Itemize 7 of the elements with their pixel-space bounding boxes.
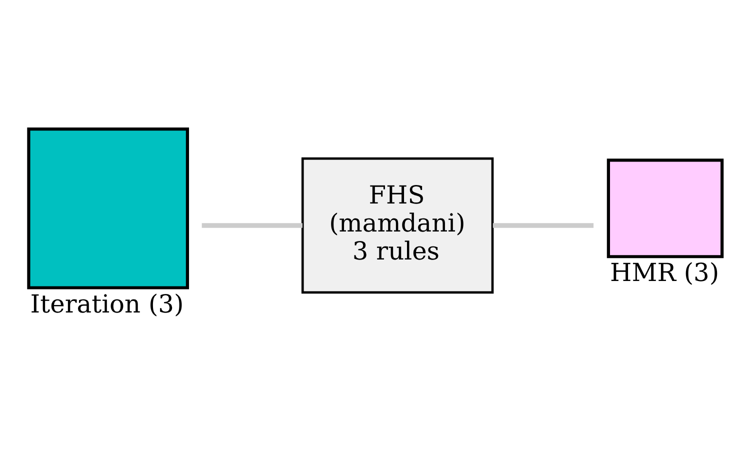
node-box — [606, 158, 724, 258]
node-box: FHS (mamdani) 3 rules — [301, 156, 494, 294]
node-label: Iteration (3) — [30, 288, 184, 318]
connector — [492, 222, 594, 228]
node-box — [27, 126, 190, 289]
node-label: HMR (3) — [610, 258, 720, 287]
connector — [202, 222, 303, 228]
